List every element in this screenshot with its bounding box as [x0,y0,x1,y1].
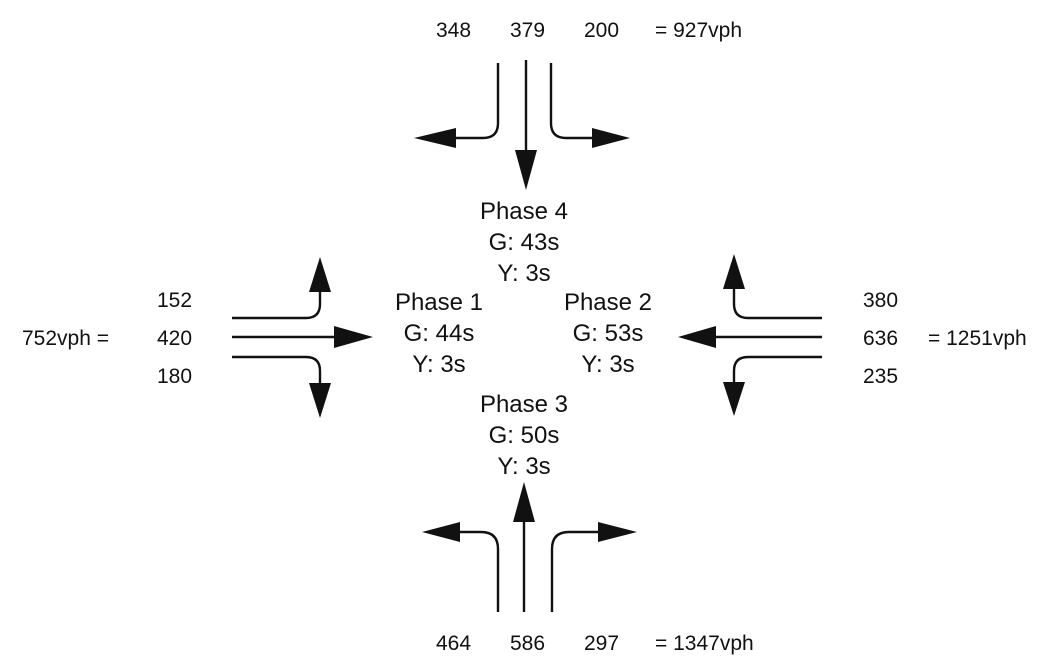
south-volume-1: 464 [436,632,472,655]
north-left-turn-arrow [549,63,598,140]
phase-1-name: Phase 1 [394,289,484,316]
east-volume-1: 380 [863,289,899,312]
north-volume-1: 348 [436,19,472,42]
south-right-turn-arrow [550,530,604,612]
south-volume-3: 297 [584,632,620,655]
phase-4-green: G: 43s [488,229,560,256]
west-volume-2: 420 [157,327,193,350]
phase-3-green: G: 50s [488,422,560,449]
north-total: = 927vph [655,19,742,42]
north-volume-2: 379 [510,19,546,42]
west-left-turn-arrow [232,290,322,320]
phase-2-green: G: 53s [572,320,644,347]
phase-4-yellow: Y: 3s [497,260,551,287]
phase-4-name: Phase 4 [479,198,569,225]
west-volume-1: 152 [157,289,193,312]
phase-1-green: G: 44s [403,320,475,347]
east-volume-3: 235 [863,365,899,388]
south-left-turn-arrow [456,530,500,612]
east-total: = 1251vph [928,327,1027,350]
phase-1-yellow: Y: 3s [412,351,466,378]
phase-3-name: Phase 3 [479,391,569,418]
west-total: 752vph = [22,327,109,350]
north-right-turn-arrow [450,63,500,140]
phase-2-yellow: Y: 3s [581,351,635,378]
east-left-turn-arrow [732,355,822,386]
east-volume-2: 636 [863,327,899,350]
phase-1-label: Phase 1 G: 44s Y: 3s [354,287,524,380]
west-volume-3: 180 [157,365,193,388]
phase-4-label: Phase 4 G: 43s Y: 3s [439,196,609,289]
phase-3-yellow: Y: 3s [497,453,551,480]
phase-3-label: Phase 3 G: 50s Y: 3s [439,389,609,482]
west-right-turn-arrow [232,355,322,386]
south-volume-2: 586 [510,632,546,655]
phase-2-name: Phase 2 [563,289,653,316]
south-total: = 1347vph [655,632,754,655]
east-right-turn-arrow [732,285,822,320]
north-volume-3: 200 [584,19,620,42]
phase-2-label: Phase 2 G: 53s Y: 3s [523,287,693,380]
